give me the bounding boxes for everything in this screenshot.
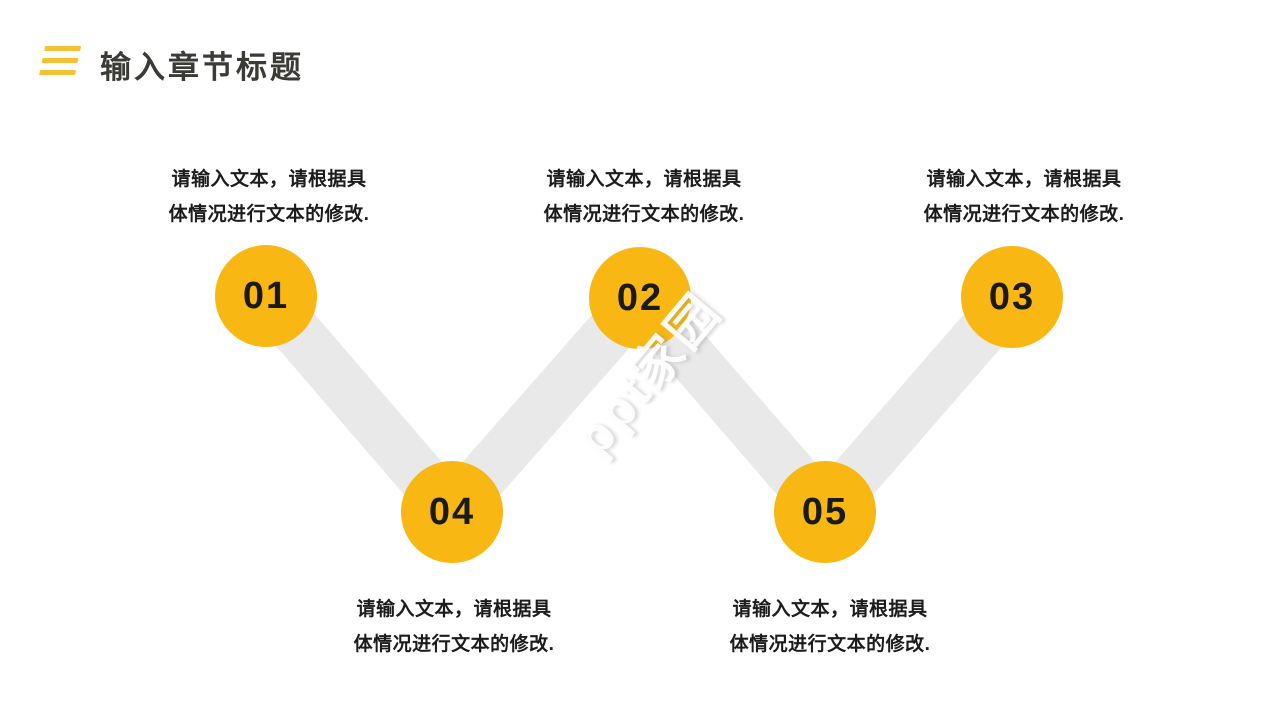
step-caption-01: 请输入文本，请根据具 体情况进行文本的修改.	[139, 162, 399, 232]
step-caption-04: 请输入文本，请根据具 体情况进行文本的修改.	[324, 592, 584, 662]
step-circle-02: 02	[589, 247, 691, 349]
step-circle-04: 04	[401, 461, 503, 563]
step-number: 03	[988, 275, 1036, 318]
caption-line: 请输入文本，请根据具	[546, 169, 742, 190]
step-number: 01	[242, 274, 290, 317]
step-caption-02: 请输入文本，请根据具 体情况进行文本的修改.	[514, 162, 774, 232]
step-number: 02	[616, 276, 664, 319]
step-circle-05: 05	[774, 461, 876, 563]
caption-line: 体情况进行文本的修改.	[923, 204, 1125, 225]
caption-line: 体情况进行文本的修改.	[353, 634, 555, 655]
step-number: 04	[428, 490, 476, 533]
caption-line: 请输入文本，请根据具	[171, 169, 367, 190]
step-number: 05	[801, 490, 849, 533]
caption-line: 请输入文本，请根据具	[356, 599, 552, 620]
caption-line: 体情况进行文本的修改.	[543, 204, 745, 225]
step-circle-03: 03	[961, 246, 1063, 348]
page-title: 输入章节标题	[100, 50, 304, 85]
caption-line: 请输入文本，请根据具	[732, 599, 928, 620]
step-caption-05: 请输入文本，请根据具 体情况进行文本的修改.	[700, 592, 960, 662]
caption-line: 体情况进行文本的修改.	[729, 634, 931, 655]
caption-line: 体情况进行文本的修改.	[168, 204, 370, 225]
step-caption-03: 请输入文本，请根据具 体情况进行文本的修改.	[894, 162, 1154, 232]
step-circle-01: 01	[215, 245, 317, 347]
caption-line: 请输入文本，请根据具	[926, 169, 1122, 190]
